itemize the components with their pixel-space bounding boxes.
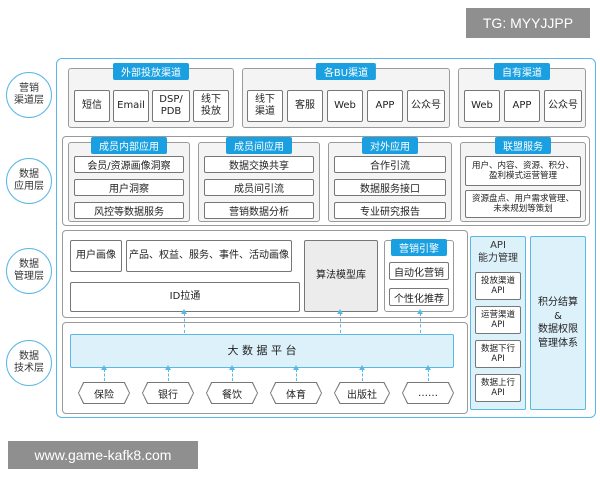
user-profile: 用户画像	[70, 240, 122, 272]
marketing-engine-title: 营销引擎	[391, 239, 447, 256]
own-official-account: 公众号	[544, 90, 582, 122]
auto-marketing: 自动化营销	[389, 262, 449, 280]
big-data-platform: 大 数 据 平 台	[70, 334, 454, 368]
api-delivery-channel: 投放渠道 API	[475, 272, 521, 300]
points-settlement-column: 积分结算 & 数据权限 管理体系	[530, 236, 586, 410]
source-insurance: 保险	[78, 382, 130, 404]
watermark-bottom: www.game-kafk8.com	[8, 441, 198, 469]
arrow-source-3	[229, 365, 235, 381]
channel-sms: 短信	[74, 90, 110, 122]
arrow-source-4	[293, 365, 299, 381]
arrow-platform-1	[181, 309, 187, 333]
external-app-title: 对外应用	[362, 137, 418, 154]
bu-official-account: 公众号	[407, 90, 445, 122]
source-more: ……	[402, 382, 454, 404]
arrow-source-2	[165, 365, 171, 381]
internal-app-item-3: 风控等数据服务	[74, 202, 184, 219]
source-bank: 银行	[142, 382, 194, 404]
layer-label-manage: 数据 管理层	[6, 248, 52, 294]
channel-offline-ad: 线下 投放	[193, 90, 229, 122]
alliance-title: 联盟服务	[495, 137, 551, 154]
alliance-item-1: 用户、内容、资源、积分、 盈利模式运营管理	[465, 156, 581, 186]
alliance-item-2: 资源盘点、用户需求管理、 未来规划等策划	[465, 190, 581, 218]
personalized-recommendation: 个性化推荐	[389, 288, 449, 306]
watermark-top: TG: MYYJJPP	[466, 8, 590, 38]
own-channel-title: 自有渠道	[494, 63, 550, 80]
bu-web: Web	[327, 90, 363, 122]
bu-app: APP	[367, 90, 403, 122]
own-app: APP	[504, 90, 540, 122]
layer-label-channel: 营销 渠道层	[6, 72, 52, 118]
diagram-frame	[56, 58, 596, 418]
layer-label-tech: 数据 技术层	[6, 340, 52, 386]
product-profile: 产品、权益、服务、事件、活动画像	[126, 240, 292, 272]
channel-email: Email	[113, 90, 149, 122]
algorithm-model-library: 算法模型库	[304, 240, 378, 312]
api-operation-channel: 运营渠道 API	[475, 306, 521, 334]
bu-offline-channel: 线下 渠道	[247, 90, 283, 122]
bu-customer-service: 客服	[287, 90, 323, 122]
source-sports: 体育	[270, 382, 322, 404]
between-app-item-1: 数据交换共享	[204, 156, 314, 173]
external-channel-title: 外部投放渠道	[113, 63, 189, 80]
arrow-platform-3	[417, 309, 423, 333]
id-unification: ID拉通	[70, 282, 300, 312]
source-publisher: 出版社	[334, 382, 390, 404]
bu-channel-title: 各BU渠道	[315, 63, 377, 80]
internal-app-title: 成员内部应用	[91, 137, 167, 154]
arrow-source-5	[359, 365, 365, 381]
arrow-source-1	[101, 365, 107, 381]
between-app-item-3: 营销数据分析	[204, 202, 314, 219]
channel-dsp-pdb: DSP/ PDB	[152, 90, 190, 122]
api-data-downstream: 数据下行 API	[475, 340, 521, 368]
api-management-title: API 能力管理	[478, 240, 518, 264]
arrow-platform-2	[337, 309, 343, 333]
api-data-upstream: 数据上行 API	[475, 374, 521, 402]
source-catering: 餐饮	[206, 382, 258, 404]
layer-label-app: 数据 应用层	[6, 158, 52, 204]
between-app-item-2: 成员间引流	[204, 179, 314, 196]
external-app-item-3: 专业研究报告	[334, 202, 446, 219]
external-app-item-1: 合作引流	[334, 156, 446, 173]
internal-app-item-1: 会员/资源画像洞察	[74, 156, 184, 173]
internal-app-item-2: 用户洞察	[74, 179, 184, 196]
external-app-item-2: 数据服务接口	[334, 179, 446, 196]
own-web: Web	[464, 90, 500, 122]
arrow-source-6	[425, 365, 431, 381]
between-app-title: 成员间应用	[226, 137, 292, 154]
